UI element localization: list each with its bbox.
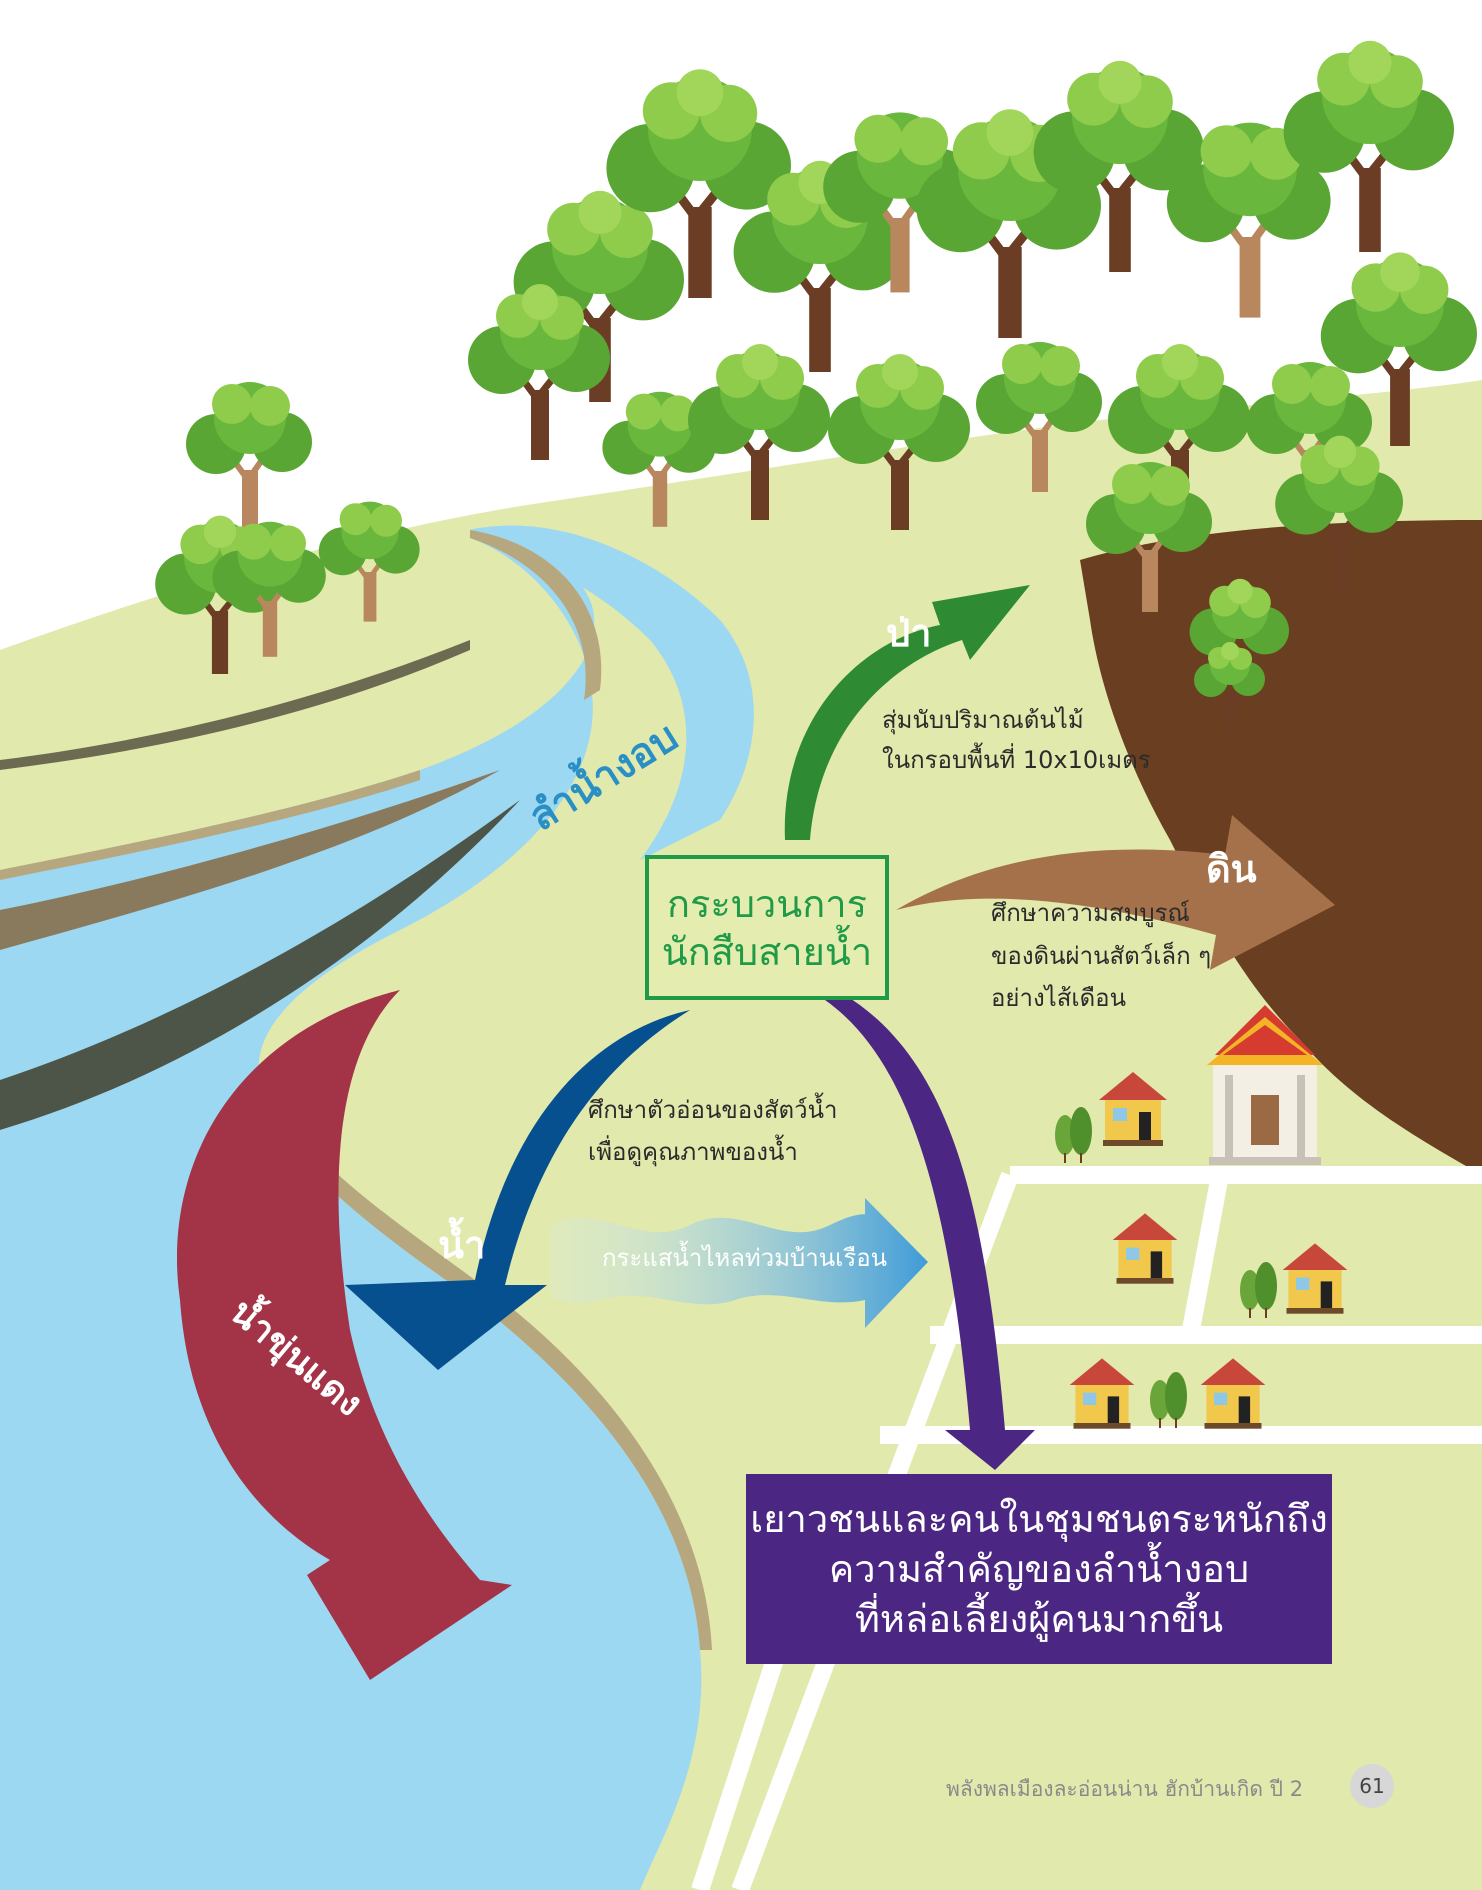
footer-text: พลังพลเมืองละอ่อนน่าน ฮักบ้านเกิด ปี 2 — [946, 1777, 1304, 1801]
soil-area — [1080, 520, 1482, 1175]
soil-title: ดิน — [1206, 847, 1257, 891]
soil-note-line2: ของดินผ่านสัตว์เล็ก ๆ — [991, 942, 1212, 970]
river-upstream — [470, 525, 754, 860]
water-title: น้ำ — [438, 1223, 486, 1267]
outcome-line1: เยาวชนและคนในชุมชนตระหนักถึง — [750, 1497, 1328, 1541]
water-note-line1: ศึกษาตัวอ่อนของสัตว์น้ำ — [588, 1096, 838, 1124]
temple — [1207, 1005, 1323, 1165]
flood-label: กระแสน้ำไหลท่วมบ้านเรือน — [602, 1244, 888, 1272]
process-box: กระบวนการ นักสืบสายน้ำ — [645, 855, 889, 1000]
forest-arrow — [784, 585, 1030, 840]
forest-note-line2: ในกรอบพื้นที่ 10x10เมตร — [882, 746, 1151, 774]
water-arrow — [345, 1010, 690, 1370]
river — [0, 527, 702, 1890]
outcome-box: เยาวชนและคนในชุมชนตระหนักถึง ความสำคัญขอ… — [746, 1474, 1332, 1664]
soil-note-line1: ศึกษาความสมบูรณ์ — [991, 899, 1190, 927]
outcome-arrow — [825, 995, 1035, 1470]
process-line2: นักสืบสายน้ำ — [661, 929, 873, 974]
outcome-line2: ความสำคัญของลำน้ำงอบ — [828, 1547, 1250, 1591]
flood-arrow — [550, 1198, 928, 1328]
soil-note-line3: อย่างไส้เดือน — [991, 984, 1126, 1012]
river-bank-upper — [470, 530, 602, 700]
water-note-line2: เพื่อดูคุณภาพของน้ำ — [588, 1138, 798, 1166]
river-streak-1 — [0, 770, 500, 950]
red-water-arrow — [176, 990, 513, 1680]
soil-arrow — [896, 815, 1335, 970]
river-bank-lower — [260, 1080, 712, 1650]
forest-title: ป่า — [886, 611, 932, 655]
process-line1: กระบวนการ — [666, 881, 868, 926]
page-number: 61 — [1350, 1764, 1394, 1808]
forest-note-line1: สุ่มนับปริมาณต้นไม้ — [882, 706, 1084, 734]
river-streak-2 — [0, 800, 520, 1130]
outcome-line3: ที่หล่อเลี้ยงผู้คนมากขึ้น — [854, 1597, 1224, 1641]
